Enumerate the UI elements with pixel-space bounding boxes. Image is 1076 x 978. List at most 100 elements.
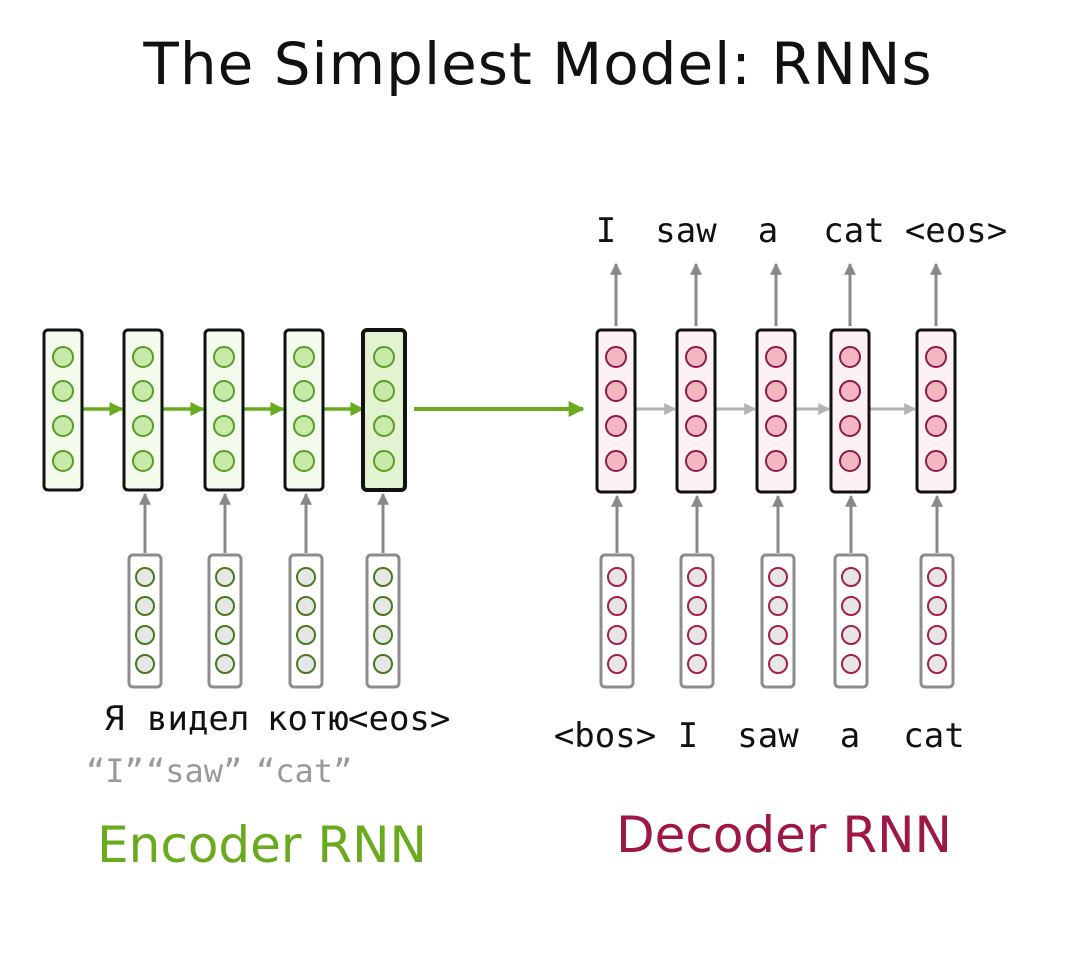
decoder-hidden-state-3-neuron-3 xyxy=(765,415,787,437)
encoder-embedding-2-neuron-4 xyxy=(215,654,235,674)
decoder-embedding-4-neuron-3 xyxy=(841,625,861,645)
decoder-embedding-2-frame xyxy=(679,553,715,689)
decoder-embedding-3-neuron-1 xyxy=(768,567,788,587)
encoder-token-3: котю xyxy=(267,699,349,739)
decoder-hidden-state-4-neuron-1 xyxy=(839,346,861,368)
decoder-input-3: saw xyxy=(737,716,799,756)
encoder-hidden-state-3-frame xyxy=(203,328,245,492)
decoder-output-4: cat xyxy=(823,211,884,251)
encoder-hidden-state-5-frame xyxy=(361,328,407,492)
decoder-hidden-state-3-neuron-1 xyxy=(765,346,787,368)
encoder-embedding-4 xyxy=(365,553,401,689)
decoder-hidden-state-1 xyxy=(595,328,637,494)
decoder-hidden-state-1-neuron-3 xyxy=(605,415,627,437)
decoder-hidden-state-3-frame xyxy=(755,328,797,494)
encoder-hidden-state-1-neuron-4 xyxy=(52,450,74,472)
encoder-token-1: Я xyxy=(104,699,124,739)
encoder-hidden-state-2 xyxy=(122,328,164,492)
decoder-embedding-4-frame xyxy=(833,553,869,689)
encoder-hidden-state-1-neuron-1 xyxy=(52,346,74,368)
decoder-hidden-state-5-neuron-1 xyxy=(925,346,947,368)
decoder-input-1: <bos> xyxy=(554,716,656,756)
decoder-output-3: a xyxy=(758,211,778,251)
decoder-embedding-2-neuron-3 xyxy=(687,625,707,645)
decoder-hidden-state-3-neuron-4 xyxy=(765,450,787,472)
decoder-hidden-state-2-neuron-2 xyxy=(685,380,707,402)
encoder-hidden-state-1-frame xyxy=(42,328,84,492)
encoder-embedding-3-neuron-2 xyxy=(296,596,316,616)
decoder-hidden-state-1-neuron-2 xyxy=(605,380,627,402)
decoder-embedding-3-neuron-3 xyxy=(768,625,788,645)
encoder-hidden-state-2-neuron-4 xyxy=(132,450,154,472)
decoder-embedding-1-neuron-2 xyxy=(607,596,627,616)
decoder-hidden-state-5-neuron-3 xyxy=(925,415,947,437)
decoder-input-4: a xyxy=(840,716,860,756)
encoder-embedding-1-neuron-3 xyxy=(135,625,155,645)
encoder-embedding-3 xyxy=(288,553,324,689)
encoder-embedding-3-neuron-4 xyxy=(296,654,316,674)
encoder-hidden-state-3 xyxy=(203,328,245,492)
encoder-hidden-state-3-neuron-2 xyxy=(213,380,235,402)
encoder-embedding-3-frame xyxy=(288,553,324,689)
encoder-embedding-2-neuron-3 xyxy=(215,625,235,645)
encoder-embedding-2-neuron-1 xyxy=(215,567,235,587)
encoder-embedding-4-neuron-2 xyxy=(373,596,393,616)
encoder-hidden-state-1-neuron-2 xyxy=(52,380,74,402)
decoder-embedding-2-neuron-1 xyxy=(687,567,707,587)
encoder-embedding-4-frame xyxy=(365,553,401,689)
encoder-embedding-3-neuron-1 xyxy=(296,567,316,587)
decoder-hidden-state-4-frame xyxy=(829,328,871,494)
decoder-hidden-state-5-neuron-4 xyxy=(925,450,947,472)
encoder-hidden-state-4-neuron-1 xyxy=(293,346,315,368)
encoder-hidden-state-2-neuron-2 xyxy=(132,380,154,402)
decoder-output-5: <eos> xyxy=(905,211,1007,251)
encoder-hidden-state-3-neuron-3 xyxy=(213,415,235,437)
encoder-hidden-state-3-neuron-4 xyxy=(213,450,235,472)
decoder-embedding-4 xyxy=(833,553,869,689)
encoder-hidden-state-5-neuron-4 xyxy=(373,450,395,472)
decoder-hidden-state-3 xyxy=(755,328,797,494)
encoder-embedding-4-neuron-1 xyxy=(373,567,393,587)
decoder-embedding-5-neuron-2 xyxy=(927,596,947,616)
decoder-hidden-state-3-neuron-2 xyxy=(765,380,787,402)
decoder-embedding-4-neuron-1 xyxy=(841,567,861,587)
decoder-embedding-1 xyxy=(599,553,635,689)
encoder-embedding-2 xyxy=(207,553,243,689)
decoder-embedding-2 xyxy=(679,553,715,689)
decoder-hidden-state-5-frame xyxy=(915,328,957,494)
decoder-embedding-3-neuron-4 xyxy=(768,654,788,674)
decoder-hidden-state-4-neuron-3 xyxy=(839,415,861,437)
encoder-hidden-state-4-neuron-4 xyxy=(293,450,315,472)
decoder-hidden-state-2-frame xyxy=(675,328,717,494)
states-layer xyxy=(42,328,957,689)
decoder-output-2: saw xyxy=(655,211,717,251)
encoder-hidden-state-5-neuron-3 xyxy=(373,415,395,437)
decoder-embedding-4-neuron-4 xyxy=(841,654,861,674)
encoder-embedding-1 xyxy=(127,553,163,689)
decoder-hidden-state-5-neuron-2 xyxy=(925,380,947,402)
decoder-input-5: cat xyxy=(903,716,964,756)
encoder-embedding-2-frame xyxy=(207,553,243,689)
encoder-hidden-state-4-frame xyxy=(283,328,325,492)
encoder-hidden-state-2-neuron-1 xyxy=(132,346,154,368)
decoder-embedding-5-neuron-3 xyxy=(927,625,947,645)
gloss-1: “I” xyxy=(86,752,144,790)
encoder-hidden-state-4-neuron-3 xyxy=(293,415,315,437)
encoder-label: Encoder RNN xyxy=(97,816,427,874)
encoder-embedding-1-neuron-1 xyxy=(135,567,155,587)
encoder-hidden-state-3-neuron-1 xyxy=(213,346,235,368)
encoder-embedding-1-neuron-4 xyxy=(135,654,155,674)
decoder-hidden-state-5 xyxy=(915,328,957,494)
gloss-3: “cat” xyxy=(256,752,352,790)
encoder-hidden-state-5-neuron-1 xyxy=(373,346,395,368)
decoder-label: Decoder RNN xyxy=(616,806,952,864)
decoder-hidden-state-2-neuron-3 xyxy=(685,415,707,437)
encoder-token-4: <eos> xyxy=(348,699,450,739)
encoder-embedding-4-neuron-4 xyxy=(373,654,393,674)
encoder-hidden-state-2-frame xyxy=(122,328,164,492)
decoder-embedding-1-neuron-1 xyxy=(607,567,627,587)
decoder-hidden-state-1-neuron-4 xyxy=(605,450,627,472)
decoder-embedding-3-neuron-2 xyxy=(768,596,788,616)
